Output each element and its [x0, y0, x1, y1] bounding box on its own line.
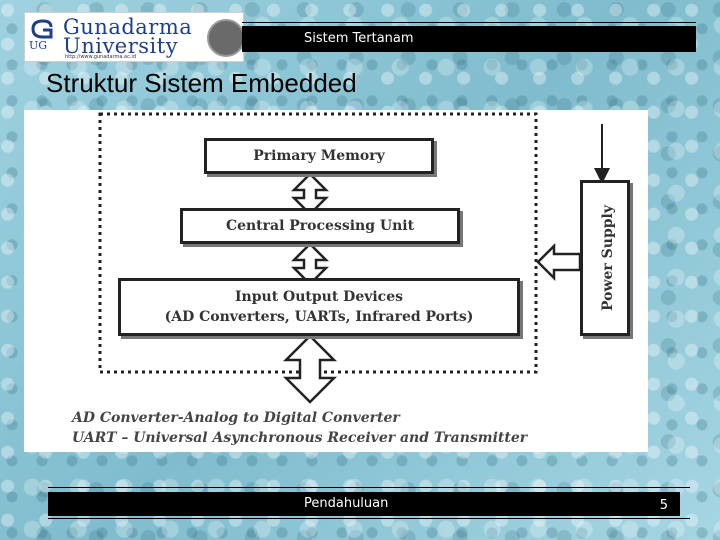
footer-bar: Pendahuluan 5 [48, 492, 680, 516]
footer-divider-bottom [48, 518, 690, 519]
header-bar: Sistem Tertanam [242, 26, 696, 52]
logo-text-university: University [63, 34, 179, 58]
cpu-block: Central Processing Unit [180, 208, 460, 244]
legend-line-ad-converter: AD Converter-Analog to Digital Converter [72, 410, 400, 426]
primary-memory-block: Primary Memory [204, 138, 434, 174]
logo-mark-icon [31, 19, 53, 39]
cpu-label: Central Processing Unit [225, 218, 415, 234]
course-title: Sistem Tertanam [304, 31, 414, 46]
university-logo: Gunadarma UG University http://www.gunad… [24, 12, 245, 62]
page-number: 5 [659, 498, 668, 513]
legend-line-uart: UART – Universal Asynchronous Receiver a… [72, 430, 528, 446]
io-devices-sublabel: (AD Converters, UARTs, Infrared Ports) [164, 309, 474, 325]
embedded-system-diagram: Primary Memory Central Processing Unit I… [24, 110, 648, 452]
io-external-arrow [282, 334, 338, 404]
logo-text-gunadarma: Gunadarma [63, 15, 193, 39]
io-devices-block: Input Output Devices (AD Converters, UAR… [118, 278, 520, 336]
logo-url: http://www.gunadarma.ac.id [65, 54, 136, 60]
power-supply-block: Power Supply [580, 180, 630, 336]
primary-memory-label: Primary Memory [253, 148, 385, 164]
header-divider [242, 22, 696, 23]
university-seal-icon [207, 19, 245, 57]
io-devices-label: Input Output Devices [235, 289, 403, 305]
logo-text-ug: UG [29, 39, 48, 52]
power-output-arrow [536, 242, 582, 282]
power-supply-label: Power Supply [600, 204, 616, 312]
footer-divider-top [48, 487, 690, 488]
diagram-graphic [98, 112, 610, 404]
slide-title: Struktur Sistem Embedded [46, 68, 357, 98]
footer-section-title: Pendahuluan [304, 496, 389, 511]
